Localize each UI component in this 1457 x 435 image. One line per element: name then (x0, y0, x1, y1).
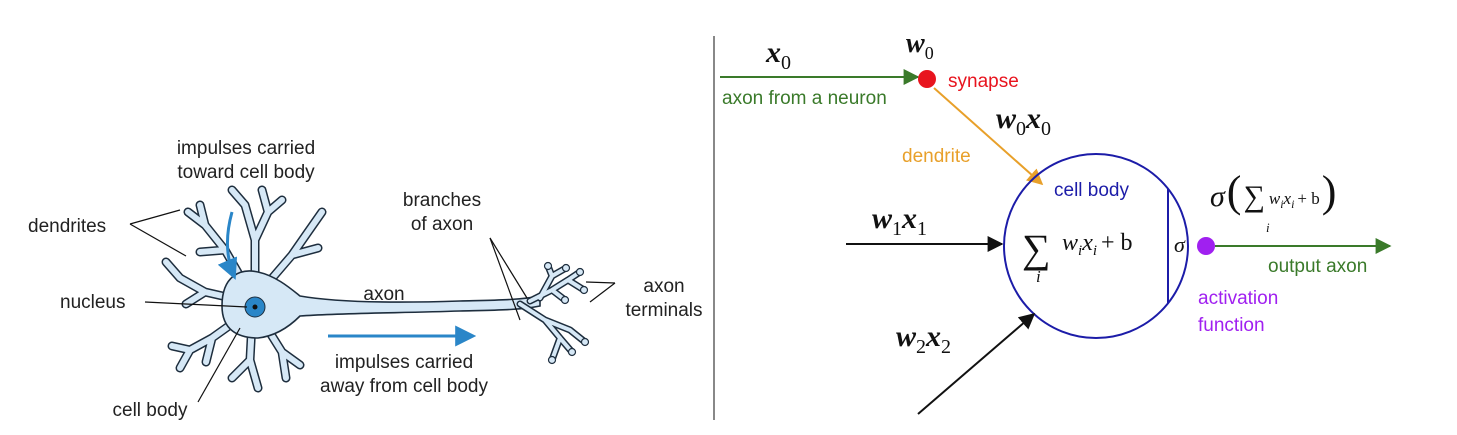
label-axon-terminals-line2: terminals (625, 300, 702, 321)
label-impulses-toward-line2: toward cell body (177, 162, 315, 183)
w1x1-label: w1x1 (872, 202, 927, 240)
w0x0-label: w0x0 (996, 102, 1051, 140)
impulse-toward-arrow (217, 211, 238, 280)
label-axon: axon (363, 284, 404, 305)
input-x2-arrow (917, 312, 1036, 415)
activation-function-label-line1: activation (1198, 288, 1278, 309)
label-dendrites: dendrites (28, 216, 106, 237)
sum-symbol: ∑ (1022, 226, 1051, 271)
nucleolus-dot (252, 304, 258, 310)
sum-expression: wixi+ b (1062, 230, 1133, 259)
label-nucleus: nucleus (60, 292, 126, 313)
dendrite-label: dendrite (902, 146, 971, 167)
activation-sigma: σ (1174, 232, 1186, 257)
sum-index: i (1036, 267, 1041, 286)
biological-neuron-panel: impulses carried toward cell body dendri… (28, 138, 703, 421)
leader-lines (129, 209, 616, 403)
label-impulses-toward-line1: impulses carried (177, 138, 315, 159)
label-impulses-away-line2: away from cell body (320, 376, 488, 397)
dendrite-arrow (933, 87, 1044, 186)
output-sum-index: i (1266, 220, 1270, 235)
label-branches-of-axon-line2: of axon (411, 214, 473, 235)
neuron-model-panel: x0 axon from a neuron w0 synapse w0x0 de… (720, 28, 1392, 415)
output-formula: σ(∑wixi+ b) (1210, 167, 1336, 216)
cell-body-circle (1003, 153, 1189, 339)
label-cell-body: cell body (113, 400, 188, 421)
synapse-dot (918, 70, 936, 88)
x0-label: x0 (765, 36, 791, 74)
synapse-label: synapse (948, 71, 1019, 92)
axon-from-neuron-label: axon from a neuron (722, 88, 887, 109)
label-axon-terminals-line1: axon (643, 276, 684, 297)
label-impulses-away-line1: impulses carried (335, 352, 473, 373)
w2x2-label: w2x2 (896, 320, 951, 358)
w0-label: w0 (906, 28, 934, 63)
activation-function-label-line2: function (1198, 315, 1265, 336)
label-branches-of-axon-line1: branches (403, 190, 481, 211)
activation-dot (1197, 237, 1215, 255)
axon-terminals-drawing (516, 261, 590, 365)
cell-body-label: cell body (1054, 180, 1129, 201)
output-axon-label: output axon (1268, 256, 1367, 277)
